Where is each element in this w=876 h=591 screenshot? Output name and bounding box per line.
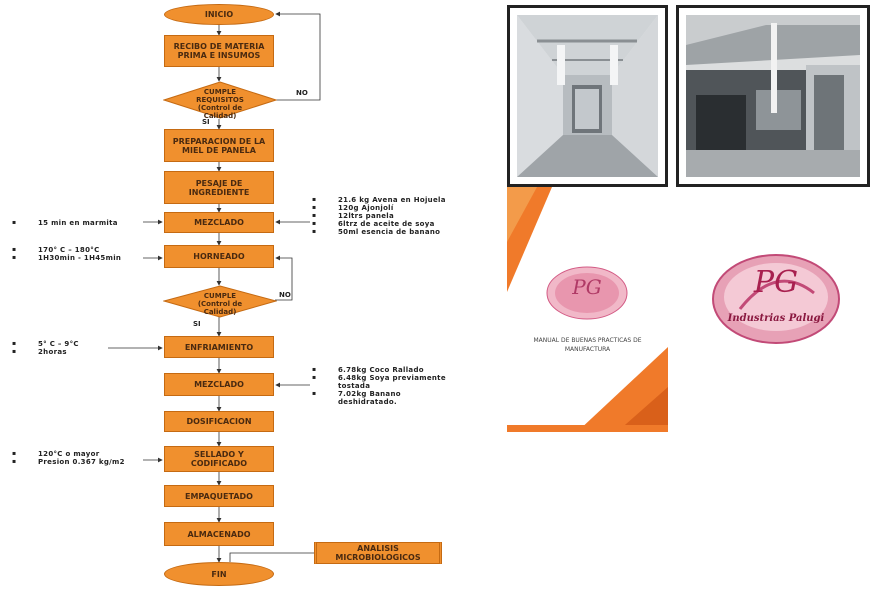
manual-cover-logo: PG	[545, 265, 629, 321]
process-sellado: SELLADO Y CODIFICADO	[164, 446, 274, 472]
pesaje-label: PESAJE DE INGREDIENTE	[188, 178, 250, 197]
decision-cumple-calidad	[163, 285, 277, 318]
note-line: 21.6 kg Avena en Hojuela	[312, 196, 462, 204]
process-mezclado-2: MEZCLADO	[164, 373, 274, 396]
cover-logo-letters: PG	[572, 275, 602, 299]
mezclado-1-label: MEZCLADO	[194, 218, 244, 227]
dosificacion-label: DOSIFICACION	[186, 417, 252, 426]
end-terminal: FIN	[164, 562, 274, 586]
process-preparacion: PREPARACION DE LA MIEL DE PANELA	[164, 129, 274, 162]
note-enfriamiento: 5° C – 9°C 2horas	[12, 340, 112, 356]
note-line: 2horas	[12, 348, 112, 356]
decision-1-label: CUMPLE REQUISITOS (Control de Calidad)	[196, 88, 244, 120]
note-line: 120g Ajonjolí	[312, 204, 462, 212]
preparacion-label: PREPARACION DE LA MIEL DE PANELA	[172, 136, 266, 155]
recibo-label: RECIBO DE MATERIA PRIMA E INSUMOS	[173, 42, 265, 60]
decision-cumple-requisitos	[163, 81, 277, 119]
note-line: Presion 0.367 kg/m2	[12, 458, 162, 466]
note-line: 6.48kg Soya previamente tostada	[312, 374, 462, 390]
horneado-label: HORNEADO	[193, 252, 245, 261]
si-label-1: SI	[202, 118, 210, 126]
si-label-2: SI	[193, 320, 201, 328]
process-analisis: ANALISIS MICROBIOLOGICOS	[314, 542, 442, 564]
brand-logo-name: Industrias Palugi	[727, 313, 825, 324]
start-terminal: INICIO	[164, 4, 274, 25]
no-label-1: NO	[296, 89, 308, 97]
note-line: 15 min en marmita	[12, 219, 152, 227]
note-line: 120°C o mayor	[12, 450, 162, 458]
note-line: 6.78kg Coco Rallado	[312, 366, 462, 374]
empaquetado-label: EMPAQUETADO	[185, 491, 253, 501]
manual-cover: PG MANUAL DE BUENAS PRACTICAS DE MANUFAC…	[507, 187, 668, 432]
note-line: 7.02kg Banano deshidratado.	[312, 390, 462, 406]
process-mezclado-1: MEZCLADO	[164, 212, 274, 233]
note-line: 5° C – 9°C	[12, 340, 112, 348]
note-line: 6ltrz de aceite de soya	[312, 220, 462, 228]
sellado-label: SELLADO Y CODIFICADO	[190, 450, 248, 468]
almacenado-label: ALMACENADO	[187, 529, 251, 539]
end-label: FIN	[211, 569, 227, 579]
note-mezcla-time: 15 min en marmita	[12, 219, 152, 227]
process-almacenado: ALMACENADO	[164, 522, 274, 546]
note-line: 170° C – 180°C	[12, 246, 152, 254]
note-ingredientes-2: 6.78kg Coco Rallado 6.48kg Soya previame…	[312, 366, 462, 406]
note-line: 12ltrs panela	[312, 212, 462, 220]
process-dosificacion: DOSIFICACION	[164, 411, 274, 432]
enfriamiento-label: ENFRIAMIENTO	[184, 342, 254, 352]
note-ingredientes-1: 21.6 kg Avena en Hojuela 120g Ajonjolí 1…	[312, 196, 462, 236]
brand-logo: PG Industrias Palugi	[710, 253, 842, 346]
start-label: INICIO	[204, 10, 234, 19]
note-sellado: 120°C o mayor Presion 0.367 kg/m2	[12, 450, 162, 466]
photo-corridor	[507, 5, 668, 187]
process-pesaje: PESAJE DE INGREDIENTE	[164, 171, 274, 204]
note-horno: 170° C – 180°C 1H30min - 1H45min	[12, 246, 152, 262]
note-line: 1H30min - 1H45min	[12, 254, 152, 262]
manual-title: MANUAL DE BUENAS PRACTICAS DE MANUFACTUR…	[533, 337, 642, 353]
process-empaquetado: EMPAQUETADO	[164, 485, 274, 507]
decision-2-label: CUMPLE (Control de Calidad)	[197, 292, 243, 316]
process-recibo: RECIBO DE MATERIA PRIMA E INSUMOS	[164, 35, 274, 67]
mezclado-2-label: MEZCLADO	[194, 380, 244, 389]
photo-building	[676, 5, 870, 187]
no-label-2: NO	[279, 291, 291, 299]
note-line: 50ml esencia de banano	[312, 228, 462, 236]
brand-logo-letters: PG	[753, 265, 799, 300]
analisis-label: ANALISIS MICROBIOLOGICOS	[335, 544, 421, 562]
process-enfriamiento: ENFRIAMIENTO	[164, 336, 274, 358]
process-horneado: HORNEADO	[164, 245, 274, 268]
